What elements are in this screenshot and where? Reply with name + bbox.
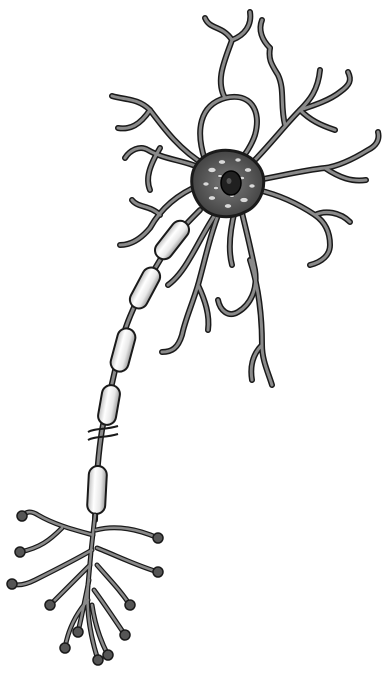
- axon: [87, 210, 200, 520]
- myelin-sheath: [87, 217, 193, 514]
- nucleus: [221, 171, 241, 195]
- axon-terminals: [7, 511, 163, 665]
- cell-body: [192, 150, 264, 216]
